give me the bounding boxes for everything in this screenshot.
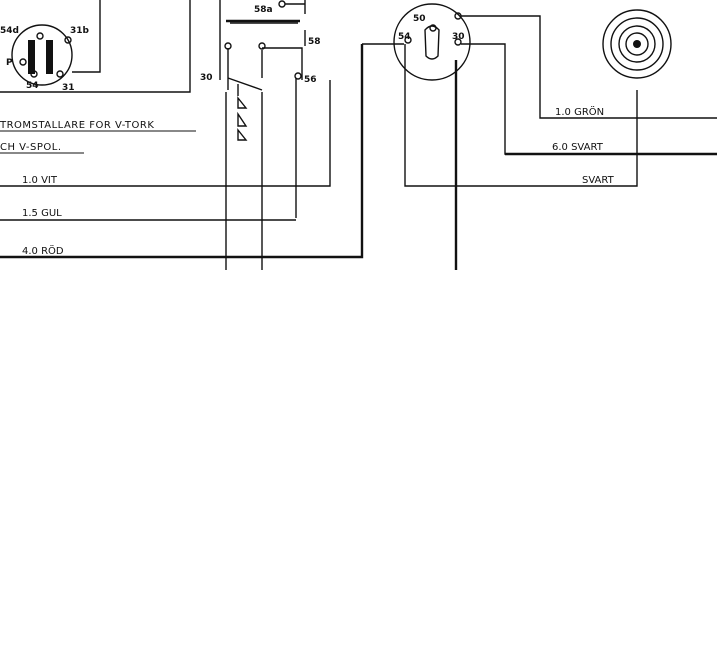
wire-label-3: 4.0 RÖD [22, 244, 64, 257]
wire-bundle [0, 44, 364, 259]
wiring-diagram: 54d 31b P 54 31 TROMSTALLARE FOR V-TORK … [0, 0, 717, 270]
terminal-30-switch-label: 30 [452, 32, 465, 42]
blank-area [0, 270, 717, 657]
terminal-58-label: 58 [308, 37, 321, 47]
lamp-symbol [602, 9, 672, 79]
caption-line-1: TROMSTALLARE FOR V-TORK [0, 120, 154, 131]
wire-label-2: 1.5 GUL [22, 208, 62, 219]
terminal-54-label: 54 [26, 81, 39, 91]
terminal-p-label: P [6, 58, 13, 68]
caption: TROMSTALLARE FOR V-TORK CH V-SPOL. [0, 120, 196, 154]
caption-line-2: CH V-SPOL. [0, 142, 62, 153]
wire-labels: 1.0 VIT 1.5 GUL 4.0 RÖD 1.0 GRÖN 6.0 SVA… [20, 105, 615, 257]
terminal-58a-label: 58a [254, 5, 273, 15]
terminal-30-label: 30 [200, 73, 213, 83]
relay-switch: 58a 58 30 56 [200, 0, 321, 270]
wire-label-4: 1.0 GRÖN [555, 105, 604, 118]
terminal-50-label: 50 [413, 14, 426, 24]
terminal-31b-label: 31b [70, 26, 90, 36]
terminal-56-label: 56 [304, 75, 317, 85]
left-connector: 54d 31b P 54 31 [0, 0, 191, 93]
wire-label-6: SVART [582, 175, 615, 186]
wire-label-5: 6.0 SVART [552, 142, 604, 153]
ignition-switch: 50 54 30 [362, 3, 717, 270]
terminal-54-switch-label: 54 [398, 32, 411, 42]
terminal-54d-label: 54d [0, 26, 19, 36]
terminal-31-label: 31 [62, 83, 75, 93]
wire-label-1: 1.0 VIT [22, 175, 58, 186]
